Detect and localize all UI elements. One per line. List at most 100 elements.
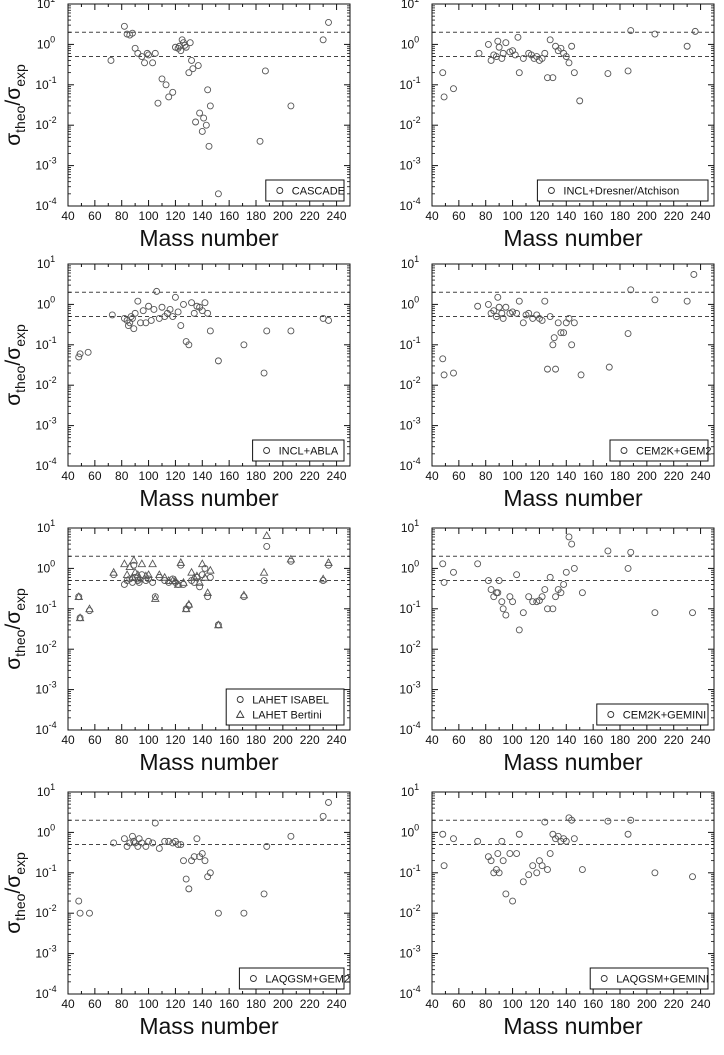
data-point (541, 586, 549, 593)
y-tick-base: 10 (399, 866, 413, 880)
y-tick-base: 10 (37, 521, 51, 535)
x-tick-label: 60 (88, 209, 102, 223)
data-point (605, 363, 613, 371)
data-point (494, 37, 502, 45)
data-point (495, 577, 503, 585)
data-point (538, 862, 546, 870)
x-tick-label: 160 (219, 733, 239, 747)
y-axis-den-sub: exp (12, 588, 28, 611)
y-tick-label: 10-4 (35, 196, 56, 213)
legend-box (609, 439, 709, 462)
legend: INCL+ABLA (252, 439, 345, 462)
y-tick-exp: 0 (414, 558, 419, 568)
data-point (509, 598, 517, 606)
data-point (498, 598, 506, 606)
data-point (194, 62, 202, 69)
legend-label: INCL+ABLA (279, 446, 339, 458)
plot-frame (431, 791, 715, 995)
data-point (562, 568, 570, 576)
x-tick-label: 40 (61, 469, 75, 483)
y-tick-exp: 1 (50, 254, 55, 264)
y-tick-base: 10 (399, 947, 413, 961)
x-tick-label: 240 (327, 997, 347, 1011)
y-tick-exp: -3 (49, 156, 57, 166)
y-axis-num-sub: theo (12, 365, 28, 392)
x-tick-label: 60 (452, 733, 466, 747)
y-tick-label: 10-2 (399, 115, 420, 132)
x-tick-label: 120 (165, 209, 185, 223)
data-point (544, 74, 551, 82)
data-point (440, 93, 448, 101)
y-tick-exp: -2 (413, 903, 421, 913)
x-tick-label: 240 (691, 469, 711, 483)
data-point (691, 27, 699, 35)
y-tick-label: 10-4 (399, 720, 420, 737)
x-tick-label: 60 (452, 469, 466, 483)
data-point (552, 593, 559, 601)
y-axis-slash: / (2, 624, 25, 630)
y-tick-label: 10-3 (35, 416, 56, 433)
x-tick-label: 40 (425, 469, 439, 483)
chart-panel-2: 40608010012014016018020022024010110010-1… (399, 0, 715, 251)
data-point (484, 300, 492, 308)
data-point (577, 371, 585, 379)
data-point (474, 837, 482, 845)
y-tick-exp: -1 (413, 335, 421, 345)
legend-box (589, 967, 709, 990)
data-point (562, 319, 570, 327)
x-axis-title: Mass number (139, 1013, 279, 1039)
data-point (198, 128, 206, 135)
data-point (149, 839, 157, 847)
x-tick-label: 40 (425, 733, 439, 747)
data-point (177, 322, 185, 329)
data-point (502, 611, 510, 619)
plot-frame (67, 3, 351, 207)
data-point (110, 839, 118, 847)
data-point-triangle (122, 570, 132, 578)
legend: INCL+Dresner/Atchison (536, 179, 709, 202)
x-tick-label: 220 (664, 469, 684, 483)
data-point (325, 317, 332, 324)
data-point (495, 303, 503, 311)
data-point (165, 93, 173, 101)
data-point (188, 57, 195, 64)
data-point (450, 369, 457, 377)
x-tick-label: 180 (246, 469, 266, 483)
data-point (689, 873, 696, 881)
data-point (154, 99, 162, 107)
data-point (578, 589, 586, 597)
x-axis-title: Mass number (503, 225, 643, 251)
data-point (511, 51, 519, 59)
data-point (145, 302, 153, 310)
y-tick-exp: -1 (413, 863, 421, 873)
data-point (120, 835, 128, 843)
data-point (689, 609, 696, 617)
data-point (200, 114, 208, 122)
chart-panel-1: 40608010012014016018020022024010110010-1… (2, 0, 351, 251)
data-point (151, 593, 159, 601)
data-point (134, 49, 142, 57)
legend-box (265, 179, 345, 202)
data-point-triangle (109, 567, 119, 576)
x-tick-label: 100 (139, 733, 159, 747)
legend: LAQGSM+GEMINI (589, 967, 709, 990)
y-tick-base: 10 (401, 0, 415, 11)
data-point (529, 314, 537, 322)
data-point (506, 850, 514, 857)
data-point-triangle (286, 554, 296, 563)
data-point (627, 27, 635, 35)
plot-frame (431, 3, 715, 207)
data-point (319, 812, 327, 820)
y-tick-base: 10 (399, 118, 413, 132)
data-point (502, 890, 510, 898)
data-point (499, 605, 507, 613)
y-tick-base: 10 (399, 419, 413, 433)
data-point (484, 40, 492, 48)
x-tick-label: 120 (529, 733, 549, 747)
x-tick-label: 140 (556, 209, 576, 223)
data-point (204, 86, 212, 94)
x-tick-label: 80 (115, 469, 129, 483)
legend-label: LAHET Bertini (252, 710, 322, 722)
y-tick-exp: 1 (414, 254, 419, 264)
y-tick-label: 100 (37, 294, 55, 311)
